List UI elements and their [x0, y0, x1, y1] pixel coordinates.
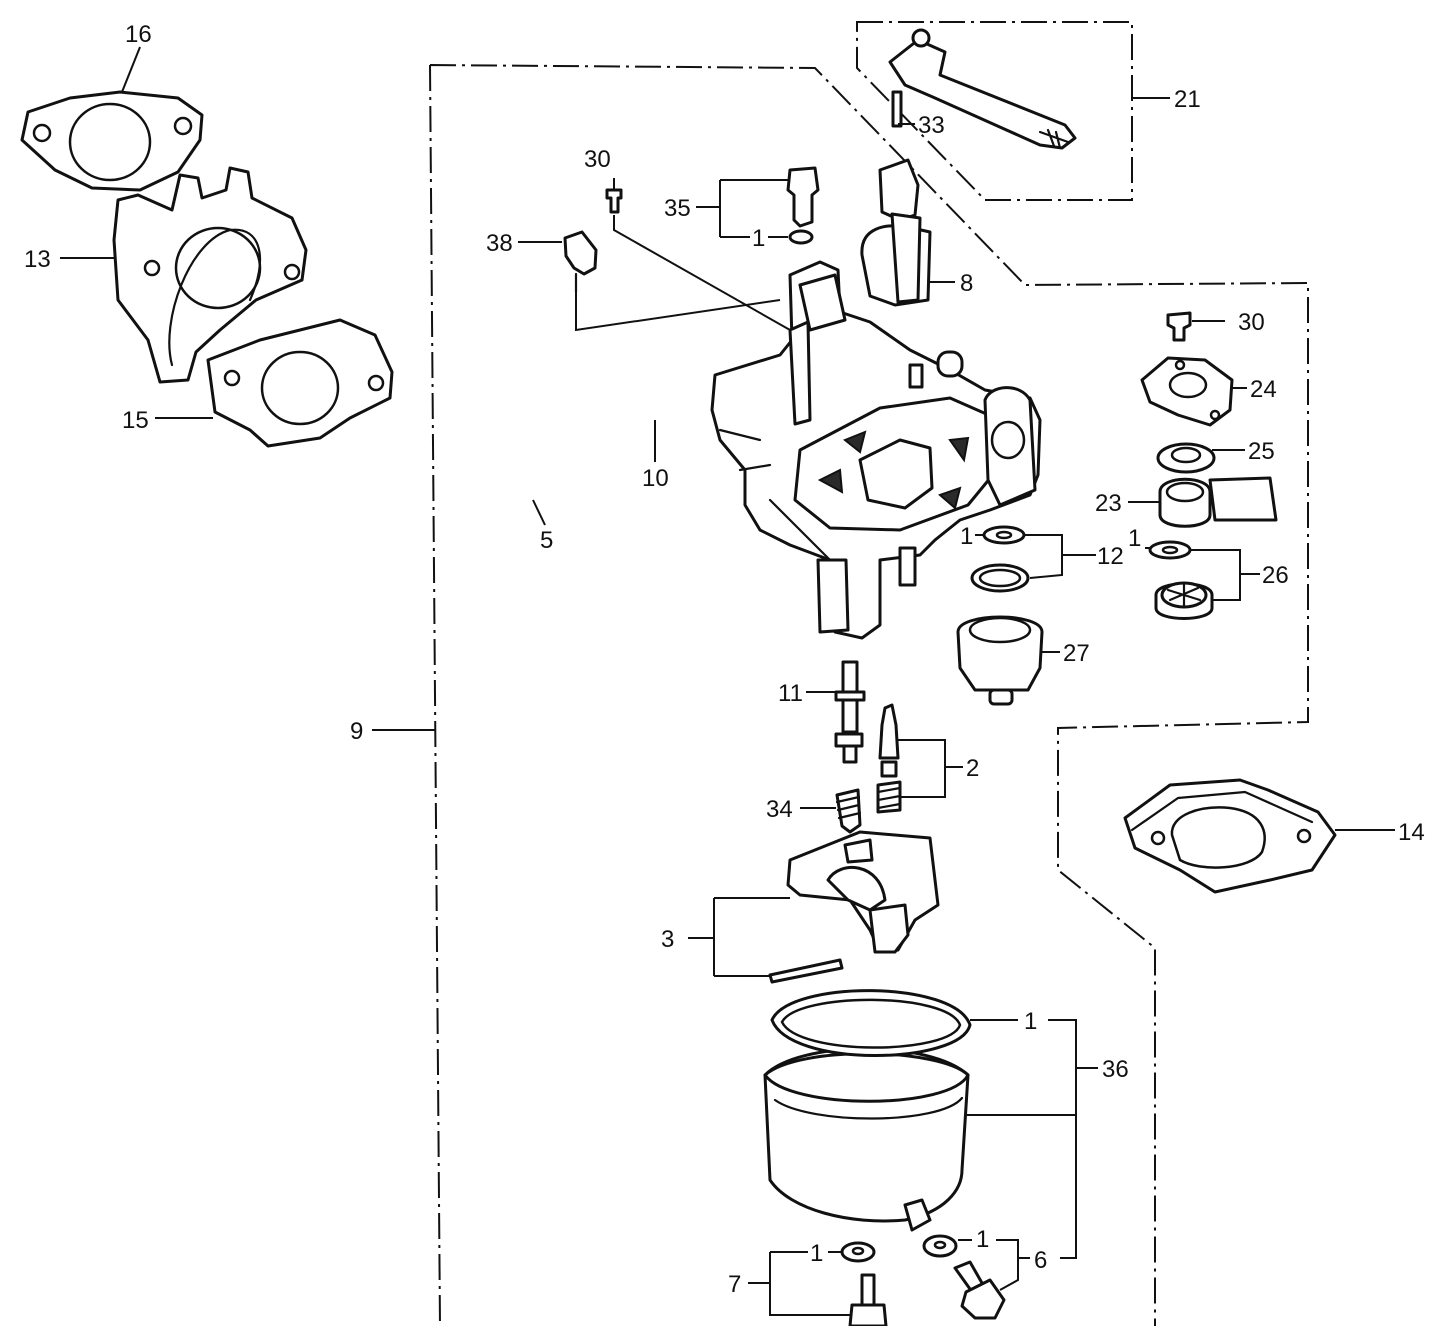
cup-27	[956, 615, 1044, 706]
float-bowl-36	[763, 1047, 970, 1232]
filter-26	[1154, 581, 1214, 620]
callout-5: 5	[540, 527, 553, 554]
cover-24	[1140, 356, 1234, 427]
pin-33	[891, 90, 903, 128]
callout-1-bottom-right: 1	[976, 1226, 989, 1253]
washer-26	[1148, 540, 1192, 560]
callout-35: 35	[664, 195, 691, 222]
assembly-9-boundary	[429, 64, 1309, 1326]
callout-10: 10	[642, 465, 669, 492]
choke-lever-21	[888, 28, 1077, 150]
gasket-ring-36	[770, 989, 972, 1057]
bolt-7	[848, 1273, 888, 1326]
callout-34: 34	[766, 796, 793, 823]
callout-36: 36	[1102, 1056, 1129, 1083]
gasket-14	[1123, 778, 1337, 894]
callout-24: 24	[1250, 376, 1277, 403]
callout-25: 25	[1248, 438, 1275, 465]
callout-6: 6	[1034, 1247, 1047, 1274]
callout-3: 3	[661, 926, 674, 953]
callout-14: 14	[1398, 819, 1425, 846]
callout-1-bottom-left: 1	[810, 1240, 823, 1267]
callout-33: 33	[918, 112, 945, 139]
callout-2: 2	[966, 755, 979, 782]
washer-1-bottom-left	[840, 1241, 876, 1263]
callout-1-top: 1	[752, 225, 765, 252]
choke-shutter-8	[860, 158, 932, 307]
diaphragm-23	[1158, 476, 1278, 528]
callout-11: 11	[778, 680, 803, 707]
screw-30-right	[1166, 311, 1192, 342]
callout-1-body: 1	[960, 523, 973, 550]
gasket-16	[20, 90, 204, 192]
callout-7: 7	[728, 1271, 741, 1298]
ring-25	[1156, 442, 1216, 474]
callout-30-right: 30	[1238, 309, 1265, 336]
callout-8: 8	[960, 270, 973, 297]
callout-23: 23	[1095, 490, 1122, 517]
callout-16: 16	[125, 21, 152, 48]
callout-38: 38	[486, 230, 513, 257]
knob-38	[563, 230, 598, 294]
callout-13: 13	[24, 246, 51, 273]
jet-11	[834, 660, 866, 764]
callout-labels: 16 13 15 21 33 30 35 1 38 8 30 24 25 23 …	[24, 21, 1425, 1298]
washer-1-bottom-right	[922, 1234, 958, 1258]
washer-12	[982, 525, 1026, 545]
callout-21: 21	[1174, 86, 1201, 113]
float-pin-3	[768, 958, 844, 984]
bolt-6	[953, 1260, 1006, 1320]
ring-12	[970, 563, 1030, 593]
insulator-13	[112, 166, 308, 384]
callout-15: 15	[122, 407, 149, 434]
callout-30-top: 30	[584, 146, 611, 173]
carburetor-body	[710, 260, 1042, 640]
callout-26: 26	[1262, 562, 1289, 589]
leader-lines	[60, 46, 1395, 1316]
callout-1-right: 1	[1128, 525, 1141, 552]
needle-2	[876, 703, 902, 814]
screw-30-top	[605, 188, 623, 214]
callout-1-bowl: 1	[1024, 1008, 1037, 1035]
screw-35	[786, 166, 820, 245]
gasket-15	[206, 318, 394, 448]
callout-9: 9	[350, 718, 363, 745]
callout-27: 27	[1063, 640, 1090, 667]
assembly-21-boundary	[856, 21, 1133, 201]
float-3	[786, 830, 940, 954]
spring-34	[835, 788, 862, 834]
callout-12: 12	[1097, 543, 1124, 570]
